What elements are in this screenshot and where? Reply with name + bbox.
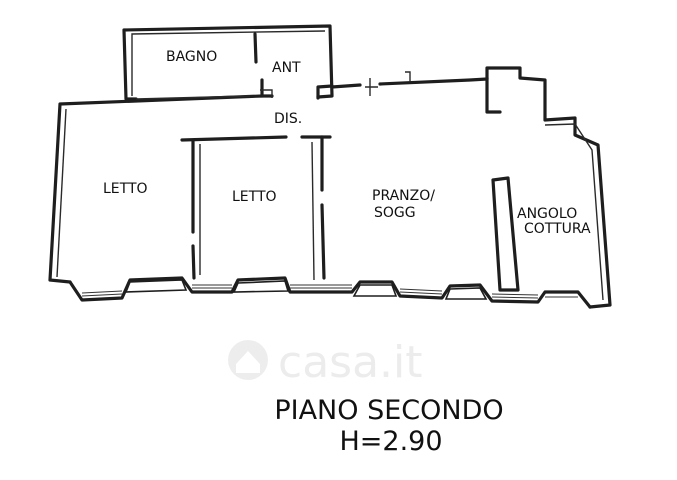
room-label-sogg: SOGG xyxy=(374,205,416,221)
room-label-ant: ANT xyxy=(272,60,301,76)
plan-caption: PIANO SECONDO H=2.90 xyxy=(274,395,503,457)
room-labels: BAGNO ANT DIS. LETTO LETTO PRANZO/ SOGG … xyxy=(103,49,591,237)
room-label-bagno: BAGNO xyxy=(166,49,217,65)
house-icon xyxy=(228,340,268,380)
room-label-angolo: ANGOLO xyxy=(517,206,577,222)
room-label-dis: DIS. xyxy=(274,111,302,127)
annex-wall xyxy=(122,24,334,101)
room-label-letto-2: LETTO xyxy=(232,189,277,205)
watermark-text: casa.it xyxy=(278,337,423,388)
kitchen-partition xyxy=(491,176,520,292)
ceiling-height: H=2.90 xyxy=(339,426,442,457)
room-label-pranzo: PRANZO/ xyxy=(372,188,435,204)
room-label-letto-1: LETTO xyxy=(103,181,148,197)
floor-title: PIANO SECONDO xyxy=(274,395,503,426)
south-facade-wall xyxy=(68,276,592,309)
watermark: casa.it xyxy=(228,337,423,388)
interior-walls xyxy=(135,32,520,292)
room-label-cottura: COTTURA xyxy=(524,221,591,237)
outer-walls xyxy=(48,24,612,309)
